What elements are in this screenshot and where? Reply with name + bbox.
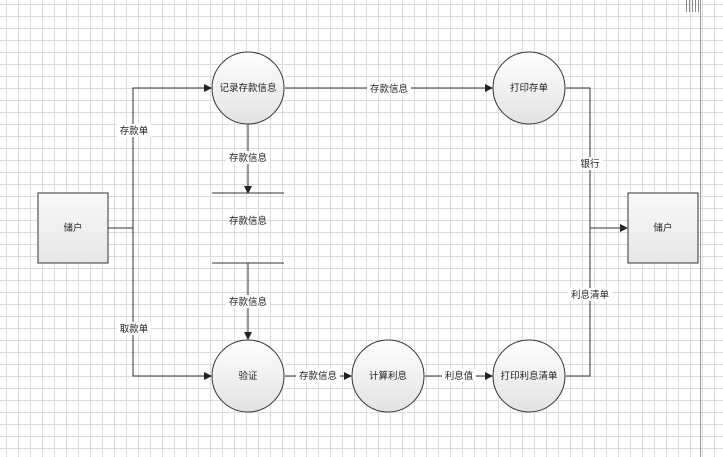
- data-store: 存款信息: [212, 192, 284, 264]
- svg-text:取款单: 取款单: [120, 323, 149, 335]
- ruler-marks: [686, 0, 700, 12]
- process-verify: 验证: [211, 339, 285, 413]
- flow-label-store-to-verify: 存款信息: [226, 295, 270, 308]
- flow-deposit-slip: [108, 84, 212, 229]
- process-print-receipt-label: 打印存单: [510, 82, 549, 94]
- svg-text:存款信息: 存款信息: [370, 83, 408, 95]
- page-border: [700, 0, 701, 457]
- flow-label-deposit-slip: 存款单: [117, 124, 151, 137]
- svg-text:存款信息: 存款信息: [229, 152, 267, 164]
- process-print-receipt: 打印存单: [492, 51, 566, 125]
- entity-depositor-right-label: 储户: [653, 222, 672, 234]
- process-calc-interest-label: 计算利息: [369, 370, 407, 382]
- svg-text:利息值: 利息值: [445, 370, 474, 382]
- flow-label-interest-list: 利息清单: [568, 288, 612, 301]
- process-record-deposit-label: 记录存款信息: [219, 82, 276, 94]
- process-verify-label: 验证: [238, 370, 258, 382]
- flow-withdraw-slip: [108, 227, 212, 380]
- svg-text:银行: 银行: [580, 158, 600, 170]
- svg-text:存款信息: 存款信息: [229, 296, 267, 308]
- data-store-label: 存款信息: [229, 215, 267, 227]
- process-print-interest-list: 打印利息清单: [492, 339, 566, 413]
- entity-depositor-left-label: 储户: [63, 222, 82, 234]
- process-print-interest-list-label: 打印利息清单: [500, 370, 558, 382]
- flow-interest-list: [566, 227, 627, 377]
- flow-label-bank: 银行: [577, 157, 603, 170]
- flow-label-verify-to-calc: 存款信息: [296, 369, 340, 382]
- svg-text:存款单: 存款单: [120, 125, 149, 137]
- svg-text:利息清单: 利息清单: [571, 289, 610, 301]
- entity-depositor-right: 储户: [627, 192, 699, 264]
- flow-label-record-to-print: 存款信息: [367, 82, 411, 95]
- entity-depositor-left: 储户: [37, 192, 109, 264]
- flow-label-interest-value: 利息值: [442, 369, 476, 382]
- svg-text:存款信息: 存款信息: [299, 370, 337, 382]
- flow-label-withdraw-slip: 取款单: [117, 322, 151, 335]
- process-record-deposit: 记录存款信息: [211, 51, 285, 125]
- flow-label-record-to-store: 存款信息: [226, 151, 270, 164]
- process-calc-interest: 计算利息: [351, 339, 425, 413]
